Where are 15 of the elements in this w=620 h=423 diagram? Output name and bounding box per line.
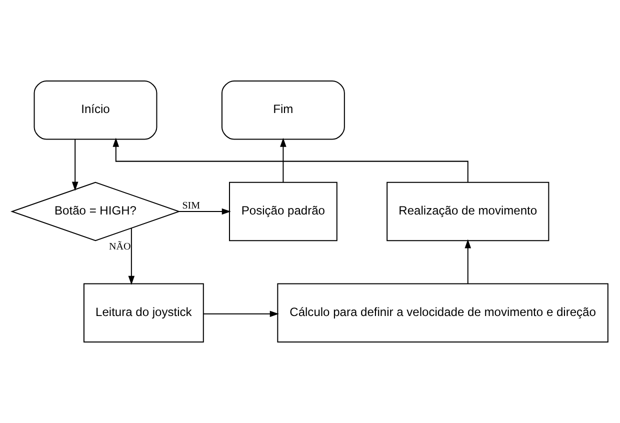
node-box: Realização de movimento bbox=[386, 182, 550, 242]
node-box: Fim bbox=[221, 80, 345, 140]
node-box: Início bbox=[34, 80, 158, 140]
edge-label: SIM bbox=[182, 200, 200, 212]
node-box: Leitura do joystick bbox=[83, 283, 204, 342]
arrow bbox=[204, 310, 279, 318]
arrow bbox=[280, 138, 286, 182]
arrow bbox=[72, 139, 78, 191]
arrow bbox=[178, 208, 231, 215]
node-box: Cálculo para definir a velocidade de movimento e direção bbox=[277, 283, 608, 342]
edge-label: NÃO bbox=[109, 241, 131, 252]
arrow bbox=[128, 228, 135, 285]
arrow bbox=[464, 239, 472, 284]
arrow bbox=[112, 138, 468, 182]
node-box: Posição padrão bbox=[229, 182, 338, 242]
